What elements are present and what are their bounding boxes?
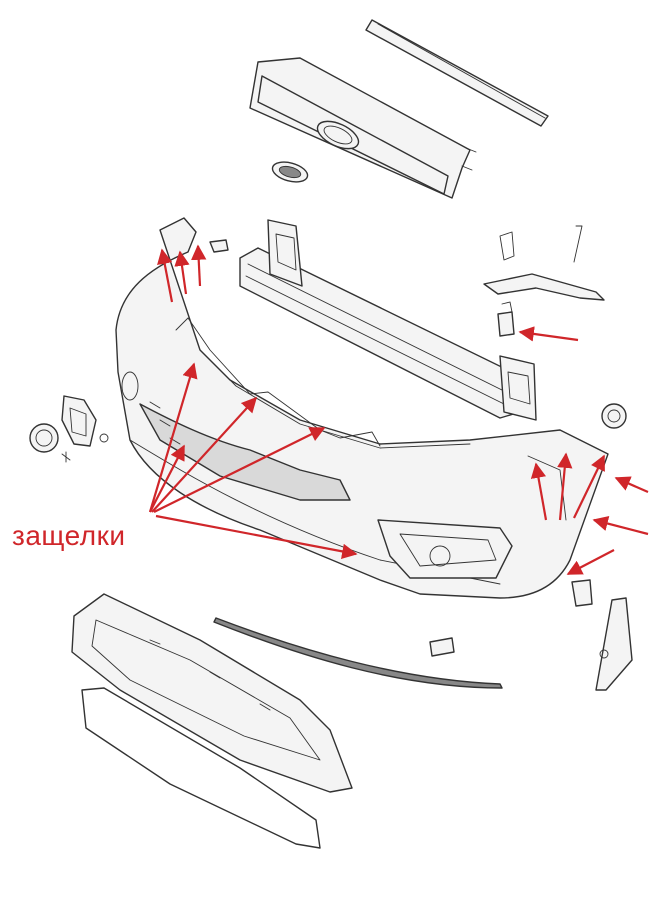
clips: [209, 239, 515, 337]
emblem-badge: [271, 161, 309, 183]
side-trim-right: [571, 579, 633, 691]
emblem-small: [601, 403, 627, 429]
lower-grille-mesh: [81, 687, 321, 849]
bumper-beam: [239, 219, 537, 421]
lower-trim-strip: [213, 617, 503, 689]
lower-grille-frame: [71, 593, 353, 793]
clips-callout-label: защелки: [12, 520, 126, 551]
fog-ring: [29, 395, 109, 463]
right-bracket: [483, 225, 605, 301]
clip-arrows: [148, 244, 649, 575]
upper-grille: [249, 57, 477, 199]
upper-trim-strip: [365, 19, 549, 127]
